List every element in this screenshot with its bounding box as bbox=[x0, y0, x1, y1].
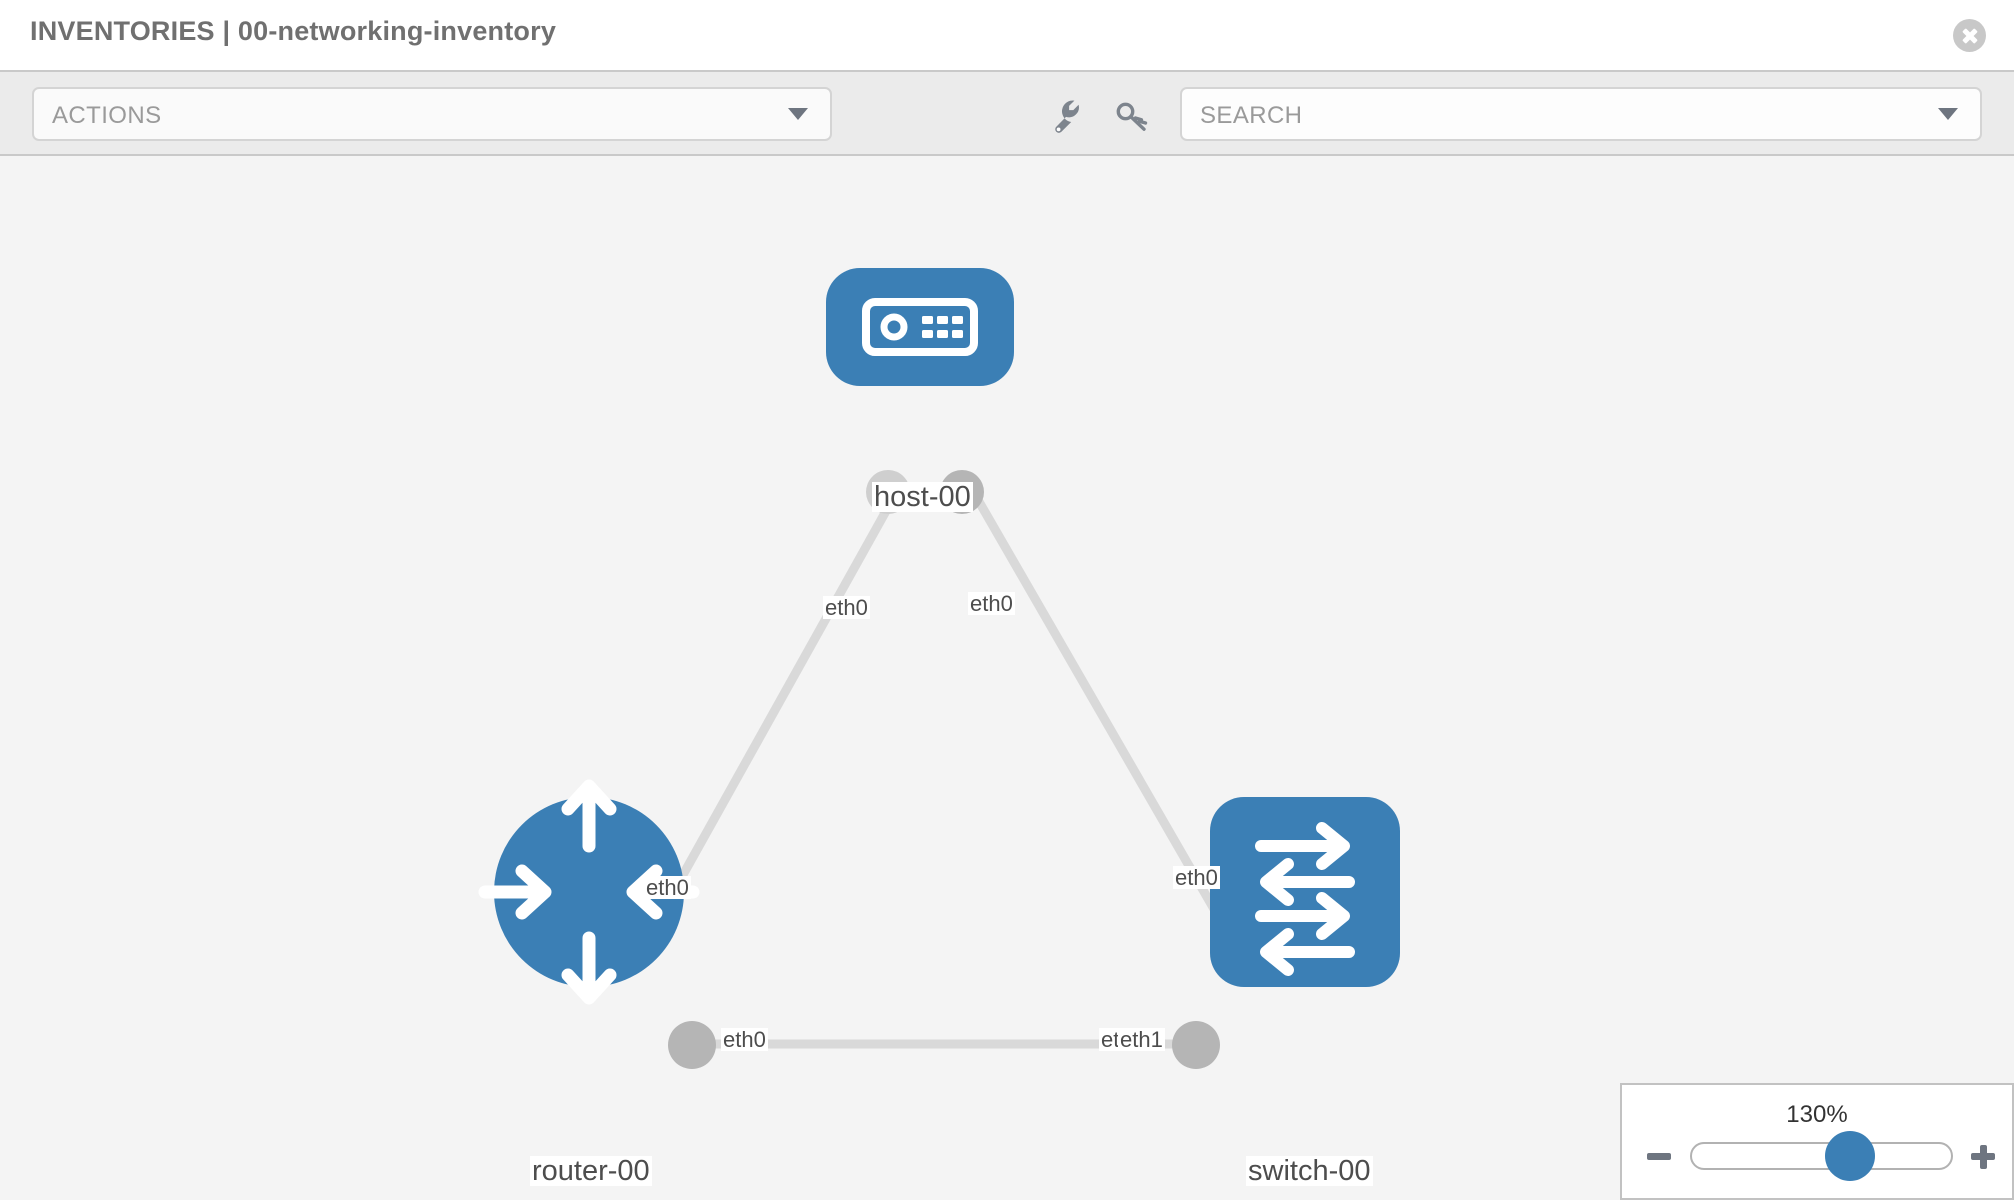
key-icon[interactable] bbox=[1110, 94, 1152, 136]
node-host-00 bbox=[826, 268, 1014, 386]
search-input[interactable]: SEARCH bbox=[1180, 87, 1982, 141]
port-label: eth0 bbox=[823, 595, 870, 620]
wrench-icon[interactable] bbox=[1044, 94, 1086, 136]
minus-icon[interactable] bbox=[1644, 1141, 1674, 1171]
link-host00-switch00 bbox=[966, 483, 1222, 919]
close-icon[interactable] bbox=[1953, 19, 1986, 52]
port-handle bbox=[668, 1021, 716, 1069]
node-switch-00 bbox=[1210, 797, 1400, 987]
actions-dropdown-label: ACTIONS bbox=[52, 102, 162, 129]
chevron-down-icon bbox=[788, 108, 808, 120]
page-title: INVENTORIES | 00-networking-inventory bbox=[30, 16, 557, 46]
page-header: INVENTORIES | 00-networking-inventory bbox=[0, 0, 2014, 70]
actions-dropdown[interactable]: ACTIONS bbox=[32, 87, 832, 141]
port-label: eth0 bbox=[721, 1027, 768, 1052]
node-label-router-00: router-00 bbox=[530, 1155, 652, 1187]
switch-arrows-icon bbox=[1255, 822, 1355, 976]
plus-icon[interactable] bbox=[1968, 1141, 1998, 1171]
link-host00-router00 bbox=[656, 483, 904, 919]
zoom-control-panel: 130% bbox=[1620, 1083, 2014, 1200]
port-label: eth0 bbox=[968, 591, 1015, 616]
zoom-slider-handle[interactable] bbox=[1825, 1131, 1876, 1181]
topology-canvas[interactable]: eth0 eth0 eth0 eth0 eth0 eth0 eth1 host-… bbox=[0, 156, 2014, 1200]
zoom-percent-label: 130% bbox=[1786, 1101, 1848, 1128]
port-label: eth1 bbox=[1118, 1027, 1165, 1052]
zoom-slider-track[interactable] bbox=[1690, 1142, 1953, 1170]
port-label: eth0 bbox=[1173, 865, 1220, 890]
server-appliance-icon bbox=[862, 298, 978, 356]
port-handle bbox=[1172, 1021, 1220, 1069]
toolbar: ACTIONS SEARCH bbox=[0, 70, 2014, 156]
chevron-down-icon bbox=[1938, 108, 1958, 120]
node-label-switch-00: switch-00 bbox=[1246, 1155, 1373, 1187]
search-placeholder: SEARCH bbox=[1200, 102, 1303, 129]
topology-links bbox=[656, 483, 1222, 1049]
port-label: eth0 bbox=[644, 875, 691, 900]
node-label-host-00: host-00 bbox=[872, 481, 973, 513]
topology-ports bbox=[668, 470, 1258, 1069]
